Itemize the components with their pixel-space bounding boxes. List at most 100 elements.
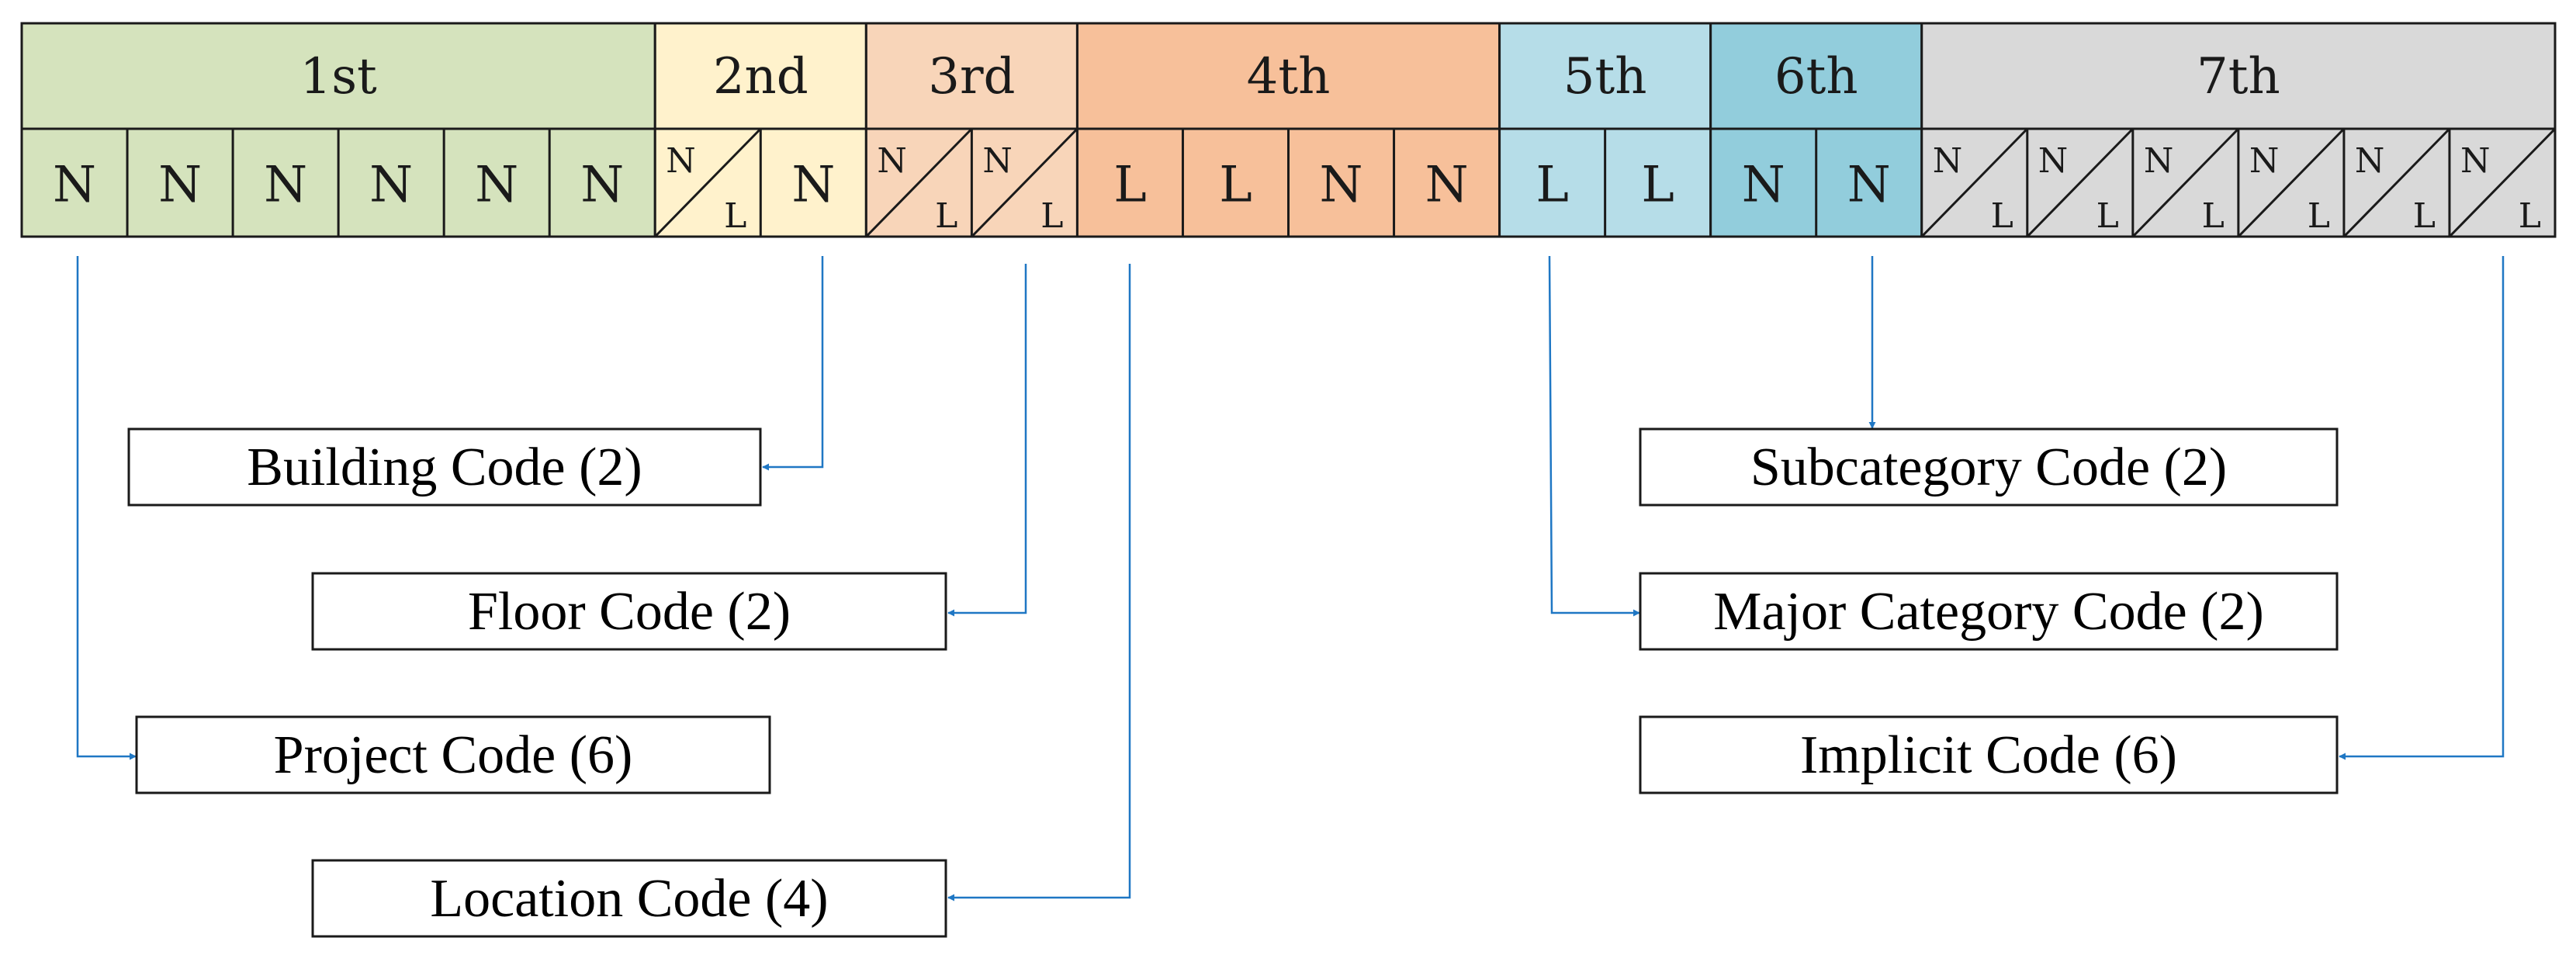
cell-char: L xyxy=(1219,157,1252,214)
cell-char: N xyxy=(1320,157,1363,214)
cell-char: N xyxy=(53,157,96,214)
segment-label: 7th xyxy=(2197,48,2280,106)
implicit-code-label: Implicit Code (6) xyxy=(1800,725,2177,785)
code-cell: N xyxy=(1815,129,1891,237)
code-cell: N xyxy=(231,129,307,237)
code-cell: NL xyxy=(865,127,973,238)
cell-bottom-char: L xyxy=(2202,196,2225,236)
code-cell: NL xyxy=(654,127,762,238)
code-cell: L xyxy=(1113,157,1147,214)
location-connector xyxy=(947,264,1131,901)
cell-diagonal xyxy=(2131,127,2239,238)
segment-label: 6th xyxy=(1774,48,1858,106)
cell-bottom-char: L xyxy=(724,196,746,236)
project-code-box: Project Code (6) xyxy=(135,715,771,794)
code-cell: N xyxy=(1287,129,1363,237)
code-cell: N xyxy=(53,157,96,214)
code-cell: L xyxy=(1536,157,1569,214)
cell-diagonal xyxy=(2448,127,2557,238)
cell-top-char: N xyxy=(2249,141,2280,181)
major-category-code-box: Major Category Code (2) xyxy=(1639,572,2339,651)
cell-char: N xyxy=(475,157,518,214)
floor-code-label: Floor Code (2) xyxy=(468,582,791,642)
code-cell: L xyxy=(1181,129,1252,237)
cell-char: N xyxy=(1742,157,1785,214)
major-category-code-label: Major Category Code (2) xyxy=(1713,582,2264,642)
cell-bottom-char: L xyxy=(2308,196,2330,236)
code-cell: L xyxy=(1604,129,1674,237)
segment-label: 2nd xyxy=(713,48,808,106)
cell-char: L xyxy=(1641,157,1674,214)
code-cell: NL xyxy=(2131,127,2239,238)
cell-diagonal xyxy=(2342,127,2451,238)
cell-char: L xyxy=(1536,157,1569,214)
building-code-label: Building Code (2) xyxy=(247,438,642,497)
cell-top-char: N xyxy=(2355,141,2385,181)
cell-bottom-char: L xyxy=(1040,196,1063,236)
code-cell: NL xyxy=(2342,127,2451,238)
location-code-label: Location Code (4) xyxy=(430,869,828,929)
code-cell: NL xyxy=(2026,127,2134,238)
code-cell: N xyxy=(337,129,413,237)
cell-diagonal xyxy=(654,127,762,238)
cell-char: L xyxy=(1113,157,1147,214)
cell-top-char: N xyxy=(877,141,907,181)
cell-diagonal xyxy=(2237,127,2345,238)
cell-bottom-char: L xyxy=(2096,196,2119,236)
code-cell: N xyxy=(759,129,835,237)
cell-diagonal xyxy=(865,127,973,238)
cell-bottom-char: L xyxy=(1991,196,2013,236)
segment-label: 4th xyxy=(1247,48,1331,106)
project-code-label: Project Code (6) xyxy=(274,725,633,785)
cell-diagonal xyxy=(2026,127,2134,238)
code-cell: NL xyxy=(2237,127,2345,238)
cell-diagonal xyxy=(971,127,1079,238)
cell-bottom-char: L xyxy=(2413,196,2436,236)
segment-label: 3rd xyxy=(928,48,1015,106)
code-cell: NL xyxy=(970,127,1079,238)
code-cell: N xyxy=(442,129,518,237)
project-connector xyxy=(76,256,137,760)
segment-label: 1st xyxy=(299,48,377,106)
cell-top-char: N xyxy=(1933,141,1963,181)
subcategory-code-box: Subcategory Code (2) xyxy=(1639,427,2339,507)
code-cell: NL xyxy=(2448,127,2557,238)
building-connector xyxy=(762,256,824,471)
code-cell: NL xyxy=(1920,127,2028,238)
cell-diagonal xyxy=(1920,127,2028,238)
cell-char: N xyxy=(1425,157,1469,214)
cell-top-char: N xyxy=(2038,141,2069,181)
connectors xyxy=(76,255,2505,901)
code-cell: N xyxy=(1742,157,1785,214)
cell-char: N xyxy=(1847,157,1891,214)
code-cell: N xyxy=(1393,129,1469,237)
major-category-connector xyxy=(1548,255,1640,617)
cell-char: N xyxy=(264,157,307,214)
floor-code-box: Floor Code (2) xyxy=(311,572,947,651)
implicit-code-box: Implicit Code (6) xyxy=(1639,715,2339,794)
cell-bottom-char: L xyxy=(935,196,957,236)
cell-char: N xyxy=(369,157,413,214)
cell-top-char: N xyxy=(666,141,696,181)
cell-bottom-char: L xyxy=(2519,196,2541,236)
cell-char: N xyxy=(158,157,202,214)
code-cell: N xyxy=(548,129,624,237)
cell-top-char: N xyxy=(982,141,1013,181)
cell-char: N xyxy=(580,157,624,214)
cell-top-char: N xyxy=(2460,141,2491,181)
segment-label: 5th xyxy=(1563,48,1647,106)
location-code-box: Location Code (4) xyxy=(311,859,947,938)
subcategory-code-label: Subcategory Code (2) xyxy=(1750,438,2227,497)
cell-char: N xyxy=(791,157,835,214)
building-code-box: Building Code (2) xyxy=(127,427,762,507)
code-cell: N xyxy=(126,129,202,237)
cell-top-char: N xyxy=(2144,141,2174,181)
